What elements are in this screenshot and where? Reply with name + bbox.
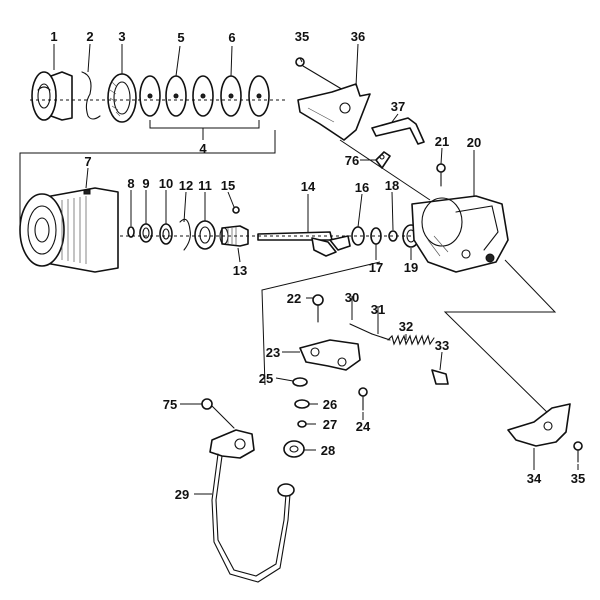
part-4-drag-washer-stack [139, 75, 270, 140]
callout-31: 31 [371, 302, 385, 317]
part-34-rotor-cover-lower [507, 403, 571, 447]
part-3-roller-bearing [107, 73, 137, 123]
callout-19: 19 [404, 260, 418, 275]
part-30-pin [349, 323, 373, 335]
callout-26: 26 [323, 397, 337, 412]
callout-75: 75 [163, 397, 177, 412]
part-23-bail-arm [299, 339, 361, 371]
part-29-bail-wire [209, 429, 295, 583]
callout-29: 29 [175, 487, 189, 502]
callout-35-top: 35 [295, 29, 309, 44]
callout-28: 28 [321, 443, 335, 458]
callout-34: 34 [527, 471, 542, 486]
callout-13: 13 [233, 263, 247, 278]
part-37-bail-wire-stub [371, 117, 425, 145]
callout-21: 21 [435, 134, 449, 149]
guide-line-cover [339, 139, 431, 201]
callout-1: 1 [50, 29, 57, 44]
callout-18: 18 [385, 178, 399, 193]
part-11-bearing [194, 220, 216, 250]
part-1-cap [31, 71, 73, 121]
callout-4: 4 [199, 141, 207, 156]
part-27-washer [297, 420, 307, 428]
callout-labels: 1 2 3 5 6 4 7 8 9 10 12 11 15 13 14 16 1… [50, 29, 585, 502]
part-8-washer [127, 226, 135, 238]
part-7-spool [19, 187, 119, 273]
leader-lines [53, 43, 579, 495]
part-15-small-ring [232, 206, 240, 214]
part-31-rod [371, 333, 391, 341]
guide-line-left [261, 261, 381, 386]
callout-23: 23 [266, 345, 280, 360]
part-9-washer [139, 223, 153, 243]
callout-6: 6 [228, 30, 235, 45]
callout-27: 27 [323, 417, 337, 432]
callout-17: 17 [369, 260, 383, 275]
part-22-screw [312, 294, 324, 323]
callout-30: 30 [345, 290, 359, 305]
guide-line-right [443, 259, 557, 421]
callout-9: 9 [142, 176, 149, 191]
callout-7: 7 [84, 154, 91, 169]
callout-76: 76 [345, 153, 359, 168]
part-36-rotor-cover [297, 83, 371, 141]
callout-36: 36 [351, 29, 365, 44]
callout-12: 12 [179, 178, 193, 193]
callout-24: 24 [356, 419, 371, 434]
callout-8: 8 [127, 176, 134, 191]
callout-33: 33 [435, 338, 449, 353]
callout-15: 15 [221, 178, 235, 193]
callout-25: 25 [259, 371, 273, 386]
callout-32: 32 [399, 319, 413, 334]
callout-20: 20 [467, 135, 481, 150]
part-76-small-link [375, 151, 391, 169]
callout-11: 11 [198, 178, 212, 193]
part-24-screw [358, 387, 368, 411]
part-26-washer [294, 399, 310, 409]
part-35-screw-bottom [573, 441, 583, 463]
part-75-screw [201, 398, 235, 429]
part-28-line-roller [283, 440, 305, 458]
callout-3: 3 [118, 29, 125, 44]
part-20-reel-body [411, 195, 509, 273]
part-21-screw [436, 163, 446, 187]
callout-2: 2 [86, 29, 93, 44]
part-25-washer [292, 377, 308, 387]
callout-16: 16 [355, 180, 369, 195]
callout-37: 37 [391, 99, 405, 114]
part-12-clip [179, 218, 191, 251]
callout-22: 22 [287, 291, 301, 306]
part-32-spring [387, 334, 435, 346]
callout-5: 5 [177, 30, 184, 45]
callout-14: 14 [301, 179, 316, 194]
part-2-clip-spring [81, 71, 101, 120]
callout-10: 10 [159, 176, 173, 191]
part-10-washer [159, 223, 173, 245]
callout-35-bottom: 35 [571, 471, 585, 486]
part-33-end-cap [431, 369, 449, 385]
